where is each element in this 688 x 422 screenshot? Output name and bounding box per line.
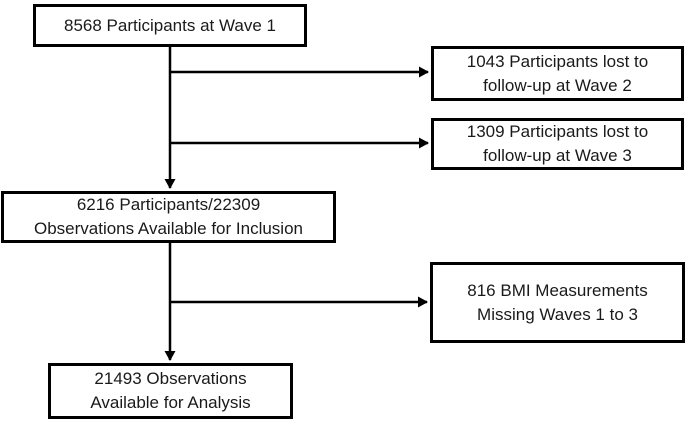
- box-available-for-analysis: 21493 Observations Available for Analysi…: [48, 363, 293, 419]
- box-lost-followup-wave3-line1: 1309 Participants lost to: [466, 122, 649, 141]
- box-lost-followup-wave3-line2: follow-up at Wave 3: [483, 146, 632, 165]
- box-participants-wave1: 8568 Participants at Wave 1: [33, 4, 307, 47]
- box-lost-followup-wave2: 1043 Participants lost to follow-up at W…: [431, 46, 684, 101]
- box-lost-followup-wave2-line2: follow-up at Wave 2: [483, 75, 632, 95]
- box-available-for-inclusion: 6216 Participants/22309 Observations Ava…: [1, 191, 336, 243]
- box-available-for-analysis-line1: 21493 Observations: [94, 369, 247, 388]
- box-available-for-inclusion-line1: 6216 Participants/22309: [76, 195, 261, 214]
- box-participants-wave1-text: 8568 Participants at Wave 1: [64, 15, 276, 35]
- box-missing-bmi-measurements: 816 BMI Measurements Missing Waves 1 to …: [430, 262, 685, 343]
- box-missing-bmi-line1: 816 BMI Measurements: [467, 280, 648, 300]
- box-lost-followup-wave3: 1309 Participants lost to follow-up at W…: [431, 118, 684, 170]
- box-available-for-inclusion-line2: Observations Available for Inclusion: [33, 219, 303, 238]
- box-missing-bmi-line2: Missing Waves 1 to 3: [477, 304, 638, 324]
- box-lost-followup-wave2-line1: 1043 Participants lost to: [466, 51, 649, 71]
- box-available-for-analysis-line2: Available for Analysis: [90, 393, 251, 412]
